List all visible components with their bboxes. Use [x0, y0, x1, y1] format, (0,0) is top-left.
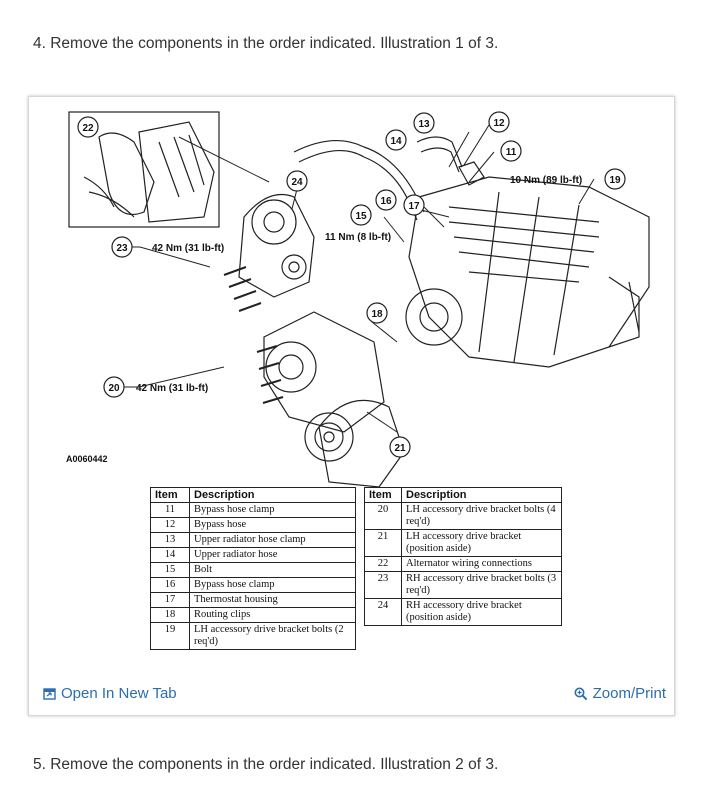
callout-23-label: 23 [116, 243, 128, 254]
callout-13-label: 13 [418, 119, 430, 130]
inset-box [68, 111, 220, 228]
callout-22 [77, 116, 99, 138]
item-description: Upper radiator hose clamp [189, 532, 356, 548]
item-number: 20 [364, 502, 402, 530]
torque-15: 11 Nm (8 lb-ft) [325, 232, 391, 243]
item-number: 18 [150, 607, 190, 623]
callout-11 [500, 140, 522, 162]
callout-18 [366, 302, 388, 324]
item-number: 11 [150, 502, 190, 518]
item-number: 14 [150, 547, 190, 563]
zoom-print-link[interactable]: Zoom/Print [574, 685, 666, 702]
item-number: 22 [364, 556, 402, 572]
engine-illustration: 22 24 23 20 21 13 14 12 11 16 17 15 18 1… [66, 111, 650, 488]
callout-22-label: 22 [82, 123, 94, 134]
item-description: Alternator wiring connections [401, 556, 562, 572]
callout-14-label: 14 [390, 136, 402, 147]
item-number: 13 [150, 532, 190, 548]
header-description: Description [189, 487, 356, 503]
item-number: 23 [364, 571, 402, 599]
item-description: Routing clips [189, 607, 356, 623]
illustration-code: A0060442 [66, 454, 108, 464]
zoom-magnifier-icon [574, 687, 587, 700]
torque-20: 42 Nm (31 lb-ft) [136, 383, 208, 394]
item-description: Bolt [189, 562, 356, 578]
item-number: 12 [150, 517, 190, 533]
callout-11-label: 11 [506, 147, 517, 158]
open-new-tab-icon [43, 688, 56, 700]
item-description: Upper radiator hose [189, 547, 356, 563]
callout-23 [111, 236, 133, 258]
torque-23: 42 Nm (31 lb-ft) [152, 243, 224, 254]
item-number: 17 [150, 592, 190, 608]
item-description: RH accessory drive bracket (position asi… [401, 598, 562, 626]
item-number: 24 [364, 598, 402, 626]
header-item: Item [364, 487, 402, 503]
item-description: LH accessory drive bracket (position asi… [401, 529, 562, 557]
item-number: 16 [150, 577, 190, 593]
callout-15-label: 15 [355, 211, 367, 222]
item-description: Bypass hose clamp [189, 577, 356, 593]
callout-20-label: 20 [108, 383, 120, 394]
callout-16-label: 16 [380, 196, 392, 207]
torque-19: 10 Nm (89 lb-ft) [510, 175, 582, 186]
item-number: 21 [364, 529, 402, 557]
step-5-text: 5. Remove the components in the order in… [33, 756, 499, 773]
callout-16 [375, 189, 397, 211]
step-4-text: 4. Remove the components in the order in… [33, 35, 499, 52]
callout-12-label: 12 [493, 118, 505, 129]
item-description: RH accessory drive bracket bolts (3 req'… [401, 571, 562, 599]
callout-20 [103, 376, 125, 398]
item-description: LH accessory drive bracket bolts (2 req'… [189, 622, 356, 650]
callout-21-label: 21 [394, 443, 406, 454]
zoom-print-label: Zoom/Print [592, 685, 666, 702]
callout-15 [350, 204, 372, 226]
item-description: Bypass hose clamp [189, 502, 356, 518]
item-description: LH accessory drive bracket bolts (4 req'… [401, 502, 562, 530]
callout-19-label: 19 [609, 175, 621, 186]
callout-17 [403, 194, 425, 216]
header-item: Item [150, 487, 190, 503]
callout-13 [413, 112, 435, 134]
callout-17-label: 17 [408, 201, 420, 212]
item-description: Thermostat housing [189, 592, 356, 608]
illustration-frame: 22 24 23 20 21 13 14 12 11 16 17 15 18 1… [28, 96, 675, 716]
item-number: 19 [150, 622, 190, 650]
open-in-new-tab-link[interactable]: Open In New Tab [43, 685, 177, 702]
callout-24-label: 24 [291, 177, 303, 188]
item-description: Bypass hose [189, 517, 356, 533]
open-in-new-tab-label: Open In New Tab [61, 685, 177, 702]
header-description: Description [401, 487, 562, 503]
callout-21 [389, 436, 411, 458]
callout-19 [604, 168, 626, 190]
callout-24 [286, 170, 308, 192]
item-number: 15 [150, 562, 190, 578]
callout-14 [385, 129, 407, 151]
callout-18-label: 18 [371, 309, 383, 320]
callout-12 [488, 111, 510, 133]
